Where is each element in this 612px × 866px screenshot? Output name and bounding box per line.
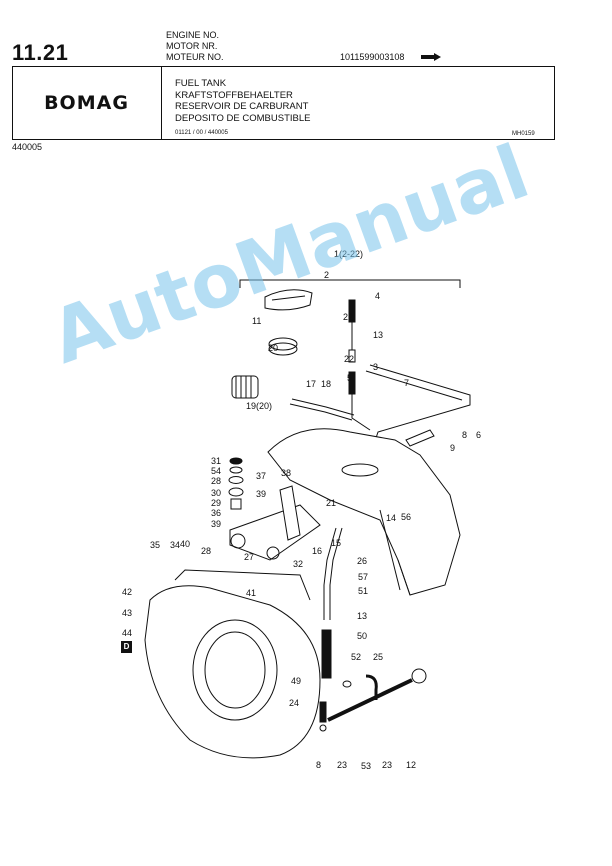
engine-label: ENGINE NO.	[166, 30, 220, 40]
title-line: RESERVOIR DE CARBURANT	[175, 101, 309, 112]
callout-label: 38	[281, 468, 292, 478]
page-number: 11.21	[12, 40, 69, 65]
callout-label: 37	[256, 471, 267, 481]
callout-label: 54	[211, 466, 222, 476]
brand-logo: BOMAG	[44, 92, 129, 114]
callout-label: 53	[361, 761, 372, 771]
callout-label: 18	[321, 379, 332, 389]
engine-labels: ENGINE NO. MOTOR NR. MOTEUR NO.	[166, 30, 224, 63]
callout-label: 8	[316, 760, 322, 770]
doc-code: 01121 / 00 / 440005	[175, 130, 228, 136]
part-number: 440005	[12, 142, 43, 152]
callout-label: 21	[326, 498, 337, 508]
callout-label: 52	[351, 652, 362, 662]
callout-label: 4	[375, 291, 381, 301]
callout-label: 36	[211, 508, 222, 518]
callout-label: 16	[312, 546, 323, 556]
callout-label: 39	[211, 519, 222, 529]
callout-label: 19(20)	[246, 401, 273, 411]
callout-label: 6	[476, 430, 482, 440]
callout-label: 51	[358, 586, 369, 596]
logo-cell: BOMAG	[12, 66, 162, 140]
callout-label: 17	[306, 379, 317, 389]
callout-label: 13	[373, 330, 384, 340]
callout-label: 50	[357, 631, 368, 641]
callout-label: 5	[347, 373, 353, 383]
title-line: KRAFTSTOFFBEHAELTER	[175, 89, 293, 101]
callout-label: 15	[331, 538, 342, 548]
callout-label: 23	[337, 760, 348, 770]
callout-label: 56	[401, 512, 412, 522]
callout-label: 26	[357, 556, 368, 566]
callout-label: 22	[343, 312, 354, 322]
title-line: DEPOSITO DE COMBUSTIBLE	[175, 112, 311, 124]
callout-label: 31	[211, 456, 222, 466]
callout-label: 34	[170, 540, 181, 550]
callout-label: 32	[293, 559, 304, 569]
engine-label: MOTEUR NO.	[166, 52, 224, 62]
callout-label: 30	[211, 488, 222, 498]
callout-label: 7	[404, 378, 410, 388]
callout-label: 14	[386, 513, 397, 523]
engine-label: MOTOR NR.	[166, 41, 218, 51]
callout-label: 43	[122, 608, 133, 618]
callout-label: 9	[450, 443, 456, 453]
callout-label: 22	[344, 354, 355, 364]
callout-label: 24	[289, 698, 300, 708]
callout-label: 39	[256, 489, 267, 499]
callout-label: 35	[150, 540, 161, 550]
callout-label: 57	[358, 572, 369, 582]
callout-label: 41	[246, 588, 257, 598]
callout-label: 23	[382, 760, 393, 770]
callout-label: 28	[201, 546, 212, 556]
callout-label: 13	[357, 611, 368, 621]
arrow-right-icon	[421, 53, 441, 61]
callout-label: 42	[122, 587, 133, 597]
callout-label: 2	[324, 270, 330, 280]
callout-label: 27	[244, 552, 255, 562]
callout-label: 49	[291, 676, 302, 686]
callout-label: 8	[462, 430, 468, 440]
callout-label: 3	[373, 362, 379, 372]
group-label: 1(2-22)	[334, 249, 364, 259]
drawing-ref: MH0159	[512, 131, 535, 137]
title-box	[12, 66, 555, 140]
callout-label: 40	[180, 539, 191, 549]
callout-label: 11	[252, 316, 262, 326]
callout-label: 28	[211, 476, 222, 486]
callout-label: 25	[373, 652, 384, 662]
callout-label: 29	[211, 498, 222, 508]
title-block: FUEL TANK KRAFTSTOFFBEHAELTER RESERVOIR …	[175, 78, 311, 124]
callout-label: 12	[406, 760, 417, 770]
callout-label: 20	[268, 343, 279, 353]
d-marker: D	[121, 641, 132, 653]
title-line: FUEL TANK	[175, 78, 227, 89]
serial-number: 1011599003108	[340, 52, 405, 62]
callout-label: 44	[122, 628, 133, 638]
